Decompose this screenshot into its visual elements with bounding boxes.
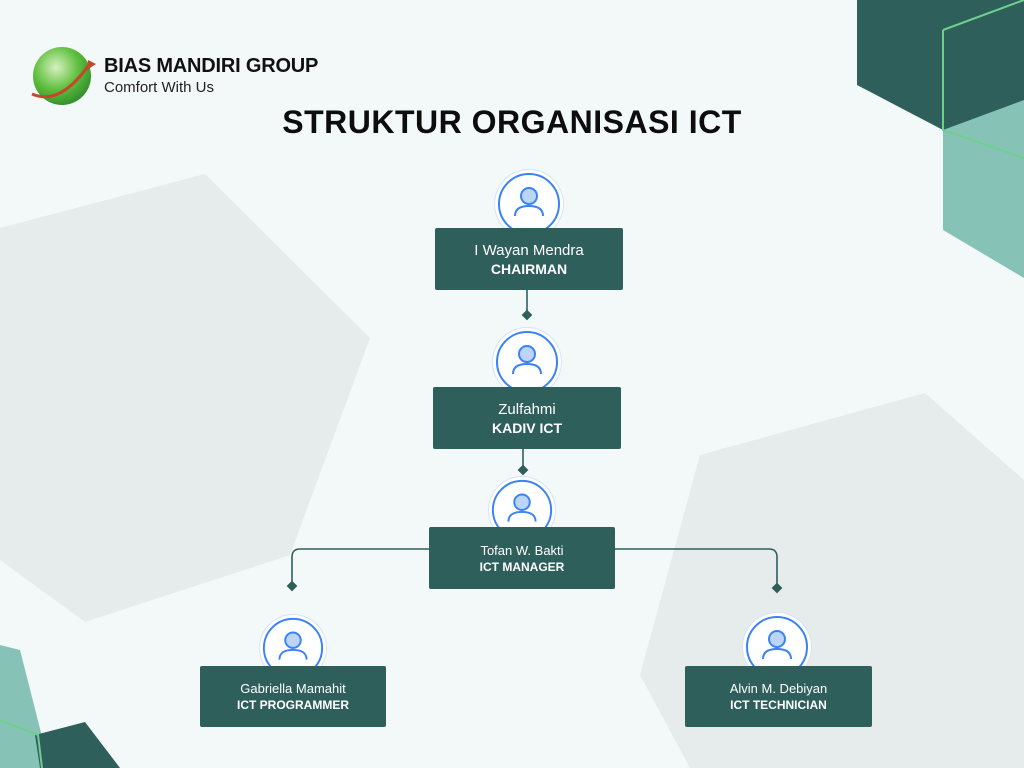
connector-arrow-chairman-kadiv	[521, 309, 533, 321]
brand-tagline: Comfort With Us	[104, 79, 215, 96]
corner-shape-bottom-left-dark	[35, 722, 120, 768]
user-icon	[491, 479, 553, 541]
connector-manager-technician	[615, 548, 778, 586]
hexagon-shape-left	[0, 174, 370, 622]
kadiv-role: KADIV ICT	[492, 419, 562, 436]
connector-arrow-manager-technician	[771, 582, 783, 594]
programmer-card: Gabriella Mamahit ICT PROGRAMMER	[200, 666, 386, 727]
chairman-role: CHAIRMAN	[490, 260, 568, 277]
corner-line-top-right-2	[942, 30, 1024, 159]
technician-card: Alvin M. Debiyan ICT TECHNICIAN	[685, 666, 872, 727]
brand-block: BIAS MANDIRI GROUP Comfort With Us	[104, 56, 318, 95]
user-icon	[262, 617, 324, 679]
chairman-avatar	[495, 170, 563, 238]
kadiv-avatar	[493, 328, 561, 396]
kadiv-card: Zulfahmi KADIV ICT	[433, 387, 621, 449]
chairman-card: I Wayan Mendra CHAIRMAN	[435, 228, 623, 290]
connector-arrow-manager-programmer	[286, 580, 298, 592]
manager-name: Tofan W. Bakti	[480, 542, 564, 558]
programmer-name: Gabriella Mamahit	[240, 681, 346, 696]
connector-arrow-kadiv-manager	[517, 464, 529, 476]
company-logo	[31, 47, 96, 105]
connector-manager-programmer	[291, 548, 429, 584]
technician-role: ICT TECHNICIAN	[730, 698, 827, 712]
manager-card: Tofan W. Bakti ICT MANAGER	[429, 527, 615, 589]
kadiv-name: Zulfahmi	[498, 400, 556, 418]
corner-line-top-right	[942, 0, 1024, 31]
brand-name: BIAS MANDIRI GROUP	[104, 55, 319, 77]
corner-shape-top-right-light	[943, 100, 1024, 278]
user-icon	[496, 331, 558, 393]
page-title: STRUKTUR ORGANISASI ICT	[282, 104, 742, 140]
user-icon	[498, 173, 560, 235]
corner-line-bottom-left	[0, 719, 43, 768]
technician-name: Alvin M. Debiyan	[729, 681, 828, 696]
chairman-name: I Wayan Mendra	[474, 241, 584, 259]
manager-role: ICT MANAGER	[479, 559, 565, 574]
programmer-role: ICT PROGRAMMER	[237, 698, 349, 712]
user-icon	[746, 616, 808, 678]
